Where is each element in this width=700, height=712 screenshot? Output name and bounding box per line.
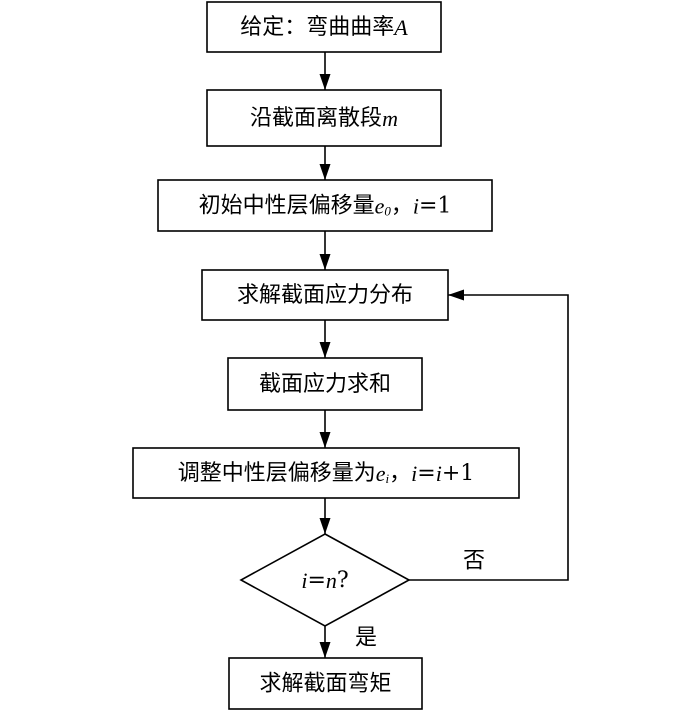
edge-n2-n3 (319, 146, 331, 180)
edge-n4-n5 (319, 320, 331, 358)
node-n1: 给定：弯曲曲率A (206, 1, 442, 53)
arrowhead (319, 74, 331, 90)
node-label: 求解截面弯矩 (259, 671, 391, 696)
label-part: 求解截面应力分布 (237, 283, 413, 308)
edge-n6-n7 (319, 498, 331, 534)
label-part: m (382, 106, 398, 131)
node-n5: 截面应力求和 (227, 357, 423, 411)
label-part: 沿截面离散段 (250, 106, 382, 131)
process-box (228, 657, 423, 710)
arrowhead (319, 254, 331, 270)
process-box (201, 269, 449, 321)
edge-n1-n2 (319, 52, 331, 90)
label-part: i (436, 461, 442, 486)
label-part: ， (391, 193, 413, 218)
label-part: =1 (419, 193, 451, 218)
label-part: ， (389, 461, 411, 486)
label-part: i (411, 461, 417, 486)
label-part: n (326, 568, 337, 593)
edge-n3-n4 (319, 231, 331, 270)
node-label: 求解截面应力分布 (237, 283, 413, 308)
label-part: A (392, 15, 408, 40)
decision-diamond (239, 533, 411, 627)
node-n6: 调整中性层偏移量为ei，i=i+1 (132, 447, 520, 499)
node-label: i=n? (301, 568, 348, 593)
arrowhead (319, 342, 331, 358)
node-label: 初始中性层偏移量e0，i=1 (199, 193, 452, 218)
node-label: 给定：弯曲曲率A (240, 15, 408, 40)
node-label: 截面应力求和 (259, 372, 391, 397)
edge-label: 否 (463, 549, 485, 574)
label-part: i (413, 193, 419, 218)
node-label: 调整中性层偏移量为ei，i=i+1 (178, 461, 475, 486)
process-box (227, 357, 423, 411)
label-part: 调整中性层偏移量为 (178, 461, 376, 486)
label-part: 给定：弯曲曲率 (240, 15, 394, 40)
node-n7: i=n? (239, 533, 411, 627)
label-part: 截面应力求和 (259, 372, 391, 397)
label-part: 初始中性层偏移量 (199, 193, 375, 218)
edge-n5-n6 (319, 410, 331, 448)
label-part: 0 (384, 203, 391, 218)
arrowhead (448, 289, 464, 301)
label-part: i (301, 568, 307, 593)
label-part: 求解截面弯矩 (259, 671, 391, 696)
label-part: e (375, 193, 385, 218)
process-box (132, 447, 520, 499)
node-n8: 求解截面弯矩 (228, 657, 423, 710)
process-box (206, 1, 442, 53)
node-n3: 初始中性层偏移量e0，i=1 (157, 179, 493, 232)
arrowhead (319, 164, 331, 180)
node-n2: 沿截面离散段m (206, 89, 442, 147)
label-part: i (386, 471, 390, 486)
connector-line (409, 294, 569, 581)
process-box (157, 179, 493, 232)
label-part: = (307, 568, 325, 593)
label-part: +1 (442, 461, 474, 486)
edge-n7-n4: 否 (409, 289, 569, 581)
process-box (206, 89, 442, 147)
arrowhead (319, 432, 331, 448)
node-n4: 求解截面应力分布 (201, 269, 449, 321)
label-part: = (417, 461, 435, 486)
arrowhead (319, 518, 331, 534)
label-part: ? (337, 568, 349, 593)
edge-n7-n8: 是 (319, 626, 377, 658)
label-part: e (376, 461, 386, 486)
arrowhead (319, 642, 331, 658)
edge-label: 是 (355, 626, 377, 651)
node-label: 沿截面离散段m (250, 106, 398, 131)
